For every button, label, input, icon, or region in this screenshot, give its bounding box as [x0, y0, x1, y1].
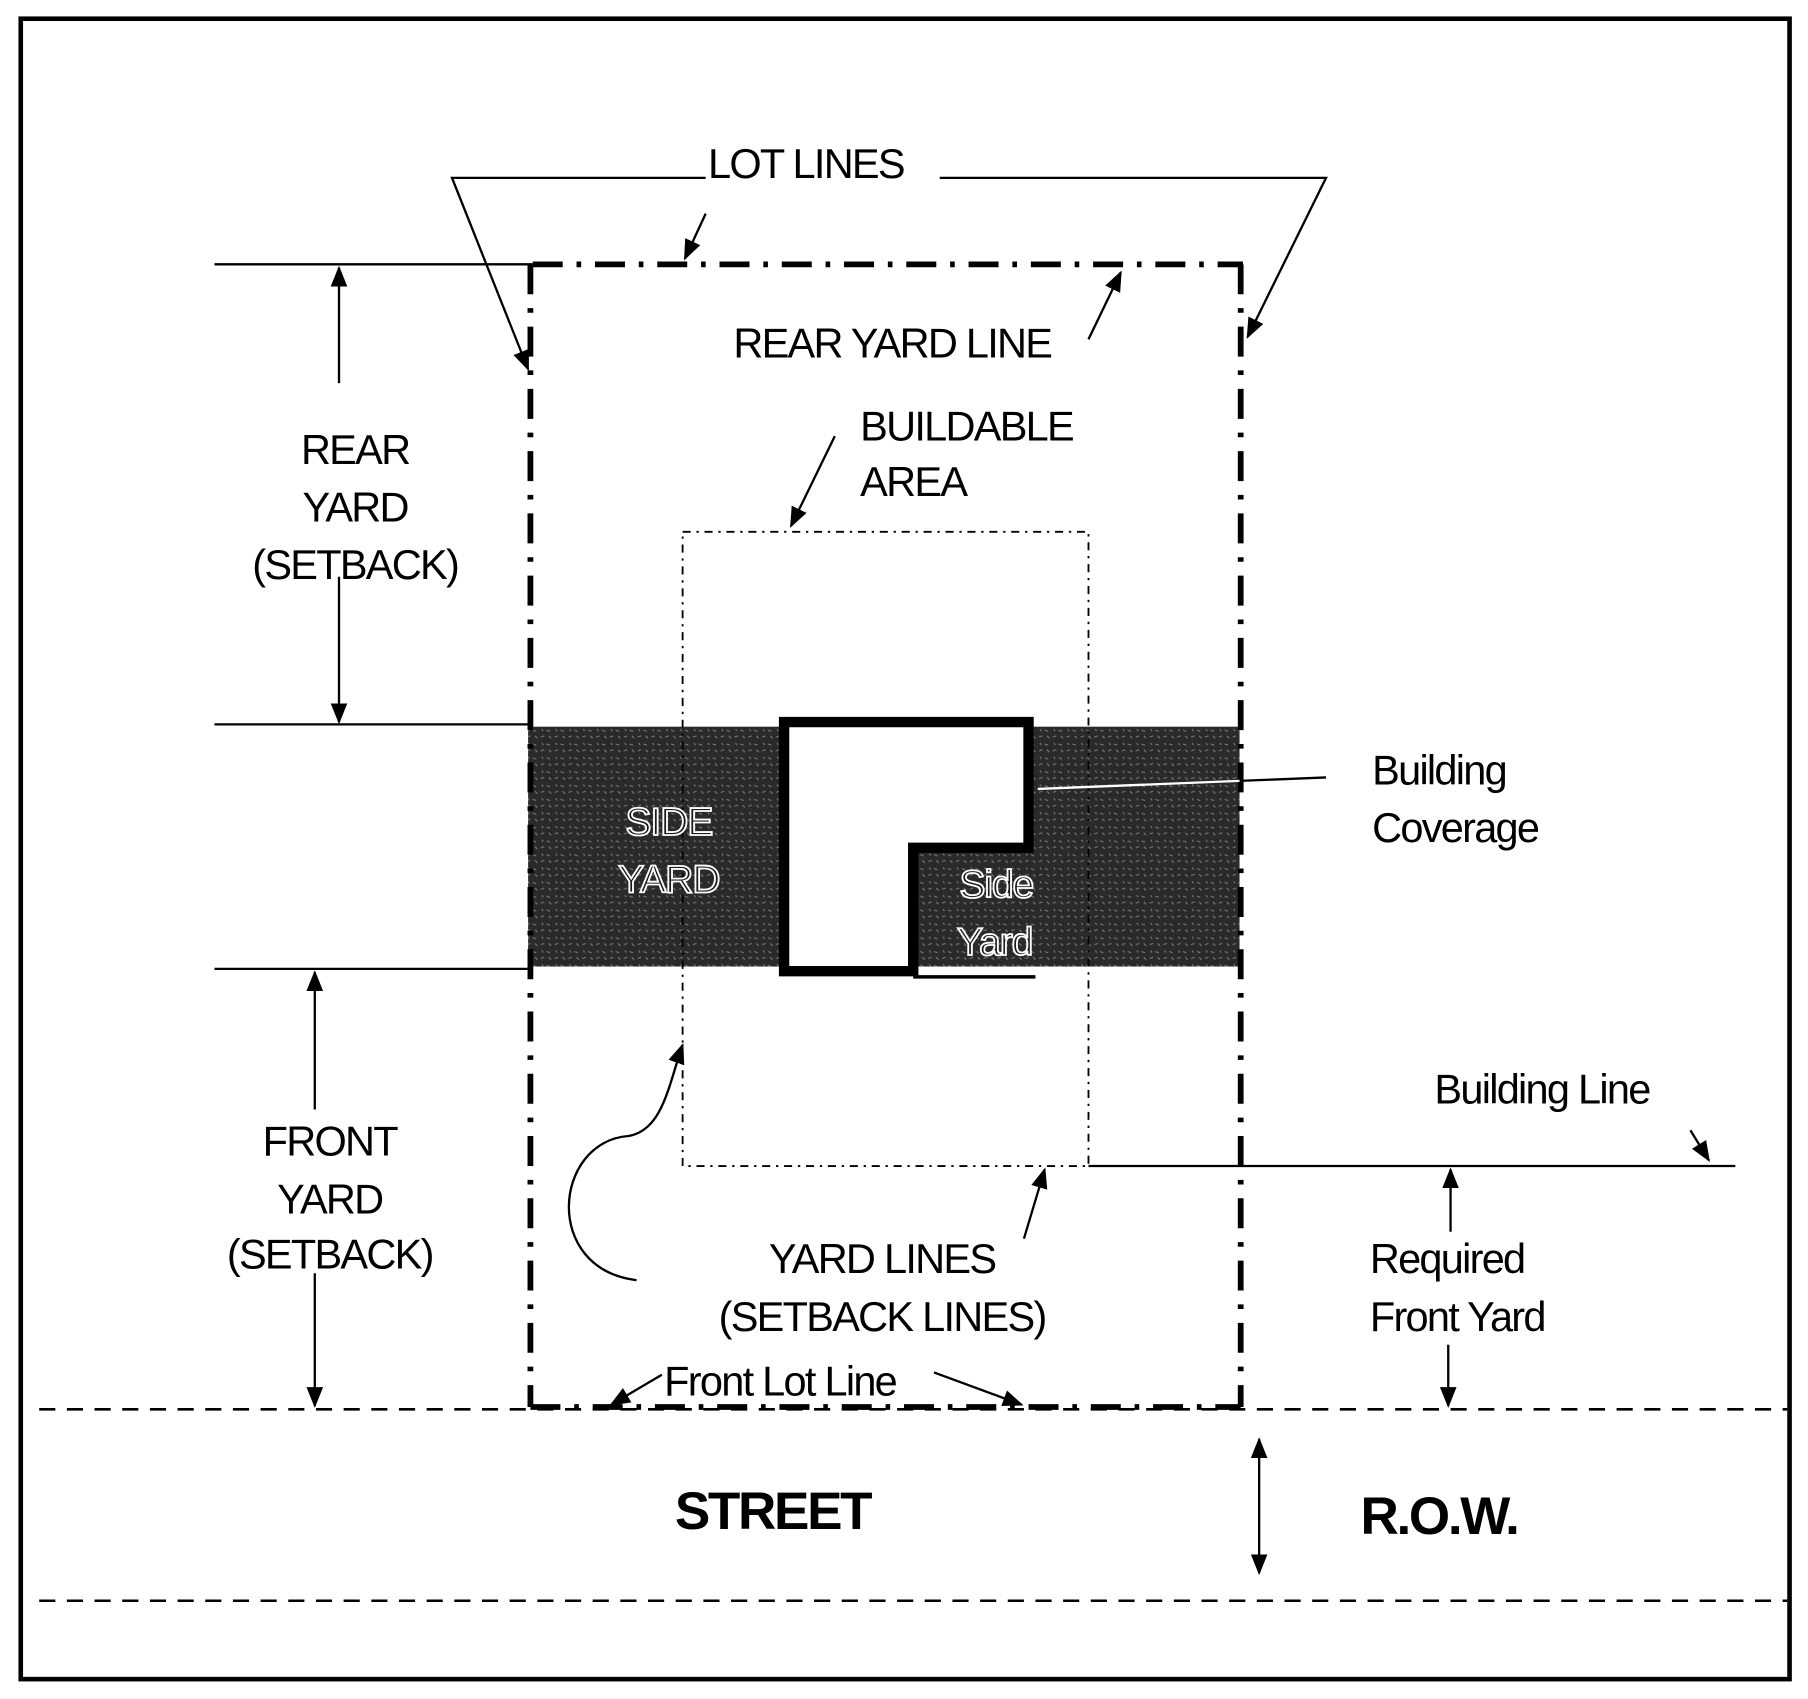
row-label: R.O.W.	[1360, 1487, 1517, 1546]
required-front-yard-label-2: Front Yard	[1370, 1293, 1545, 1340]
building-line-leader	[1689, 1129, 1710, 1163]
side-yard-left-shade	[528, 726, 782, 967]
side-yard-left-label-2: YARD	[618, 859, 719, 902]
front-lot-line-label: Front Lot Line	[664, 1357, 897, 1404]
street-label: STREET	[675, 1482, 872, 1541]
front-yard-label: FRONT	[263, 1118, 399, 1165]
buildable-area-outline	[681, 530, 1090, 1167]
rear-yard-label-2: YARD	[302, 483, 407, 530]
buildable-area-label: BUILDABLE	[860, 403, 1073, 450]
rear-yard-line-leader	[1087, 270, 1122, 340]
front-lot-line-leader-left	[609, 1373, 663, 1406]
side-yard-left-label: SIDE	[625, 801, 712, 844]
building-coverage-label: Building	[1372, 746, 1506, 793]
required-front-yard-label: Required	[1370, 1235, 1525, 1282]
rear-yard-label: REAR	[301, 426, 410, 473]
side-yard-inner-shade	[910, 847, 1038, 967]
rear-yard-line-label: REAR YARD LINE	[733, 320, 1051, 367]
yard-lines-label: YARD LINES	[769, 1235, 995, 1282]
buildable-area-leader	[789, 435, 836, 528]
outer-frame	[18, 16, 1792, 1682]
lot-lines-leader-left	[450, 176, 706, 372]
front-lot-line-leader-right	[933, 1371, 1024, 1407]
lot-lines-leader-top	[683, 213, 707, 261]
side-yard-right-label-2: Yard	[957, 921, 1032, 964]
yard-lines-curved-leader	[567, 1042, 685, 1282]
yard-lines-label-2: (SETBACK LINES)	[719, 1293, 1046, 1340]
building-coverage-leader	[1037, 779, 1240, 791]
lot-lines-leader-right	[939, 176, 1328, 339]
building-footprint	[778, 716, 1034, 977]
building-coverage-label-2: Coverage	[1372, 804, 1539, 851]
side-yard-right-label: Side	[959, 863, 1033, 906]
buildable-area-label-2: AREA	[860, 458, 968, 505]
side-yard-right-shade	[1031, 726, 1240, 967]
front-yard-label-3: (SETBACK)	[227, 1231, 433, 1278]
front-yard-label-2: YARD	[277, 1175, 382, 1222]
building-line-label: Building Line	[1434, 1066, 1650, 1113]
building-coverage-leader-outer	[1239, 776, 1327, 783]
lot-lines-label: LOT LINES	[708, 140, 904, 187]
rear-yard-label-3: (SETBACK)	[252, 541, 458, 588]
yard-lines-leader	[1022, 1167, 1048, 1239]
